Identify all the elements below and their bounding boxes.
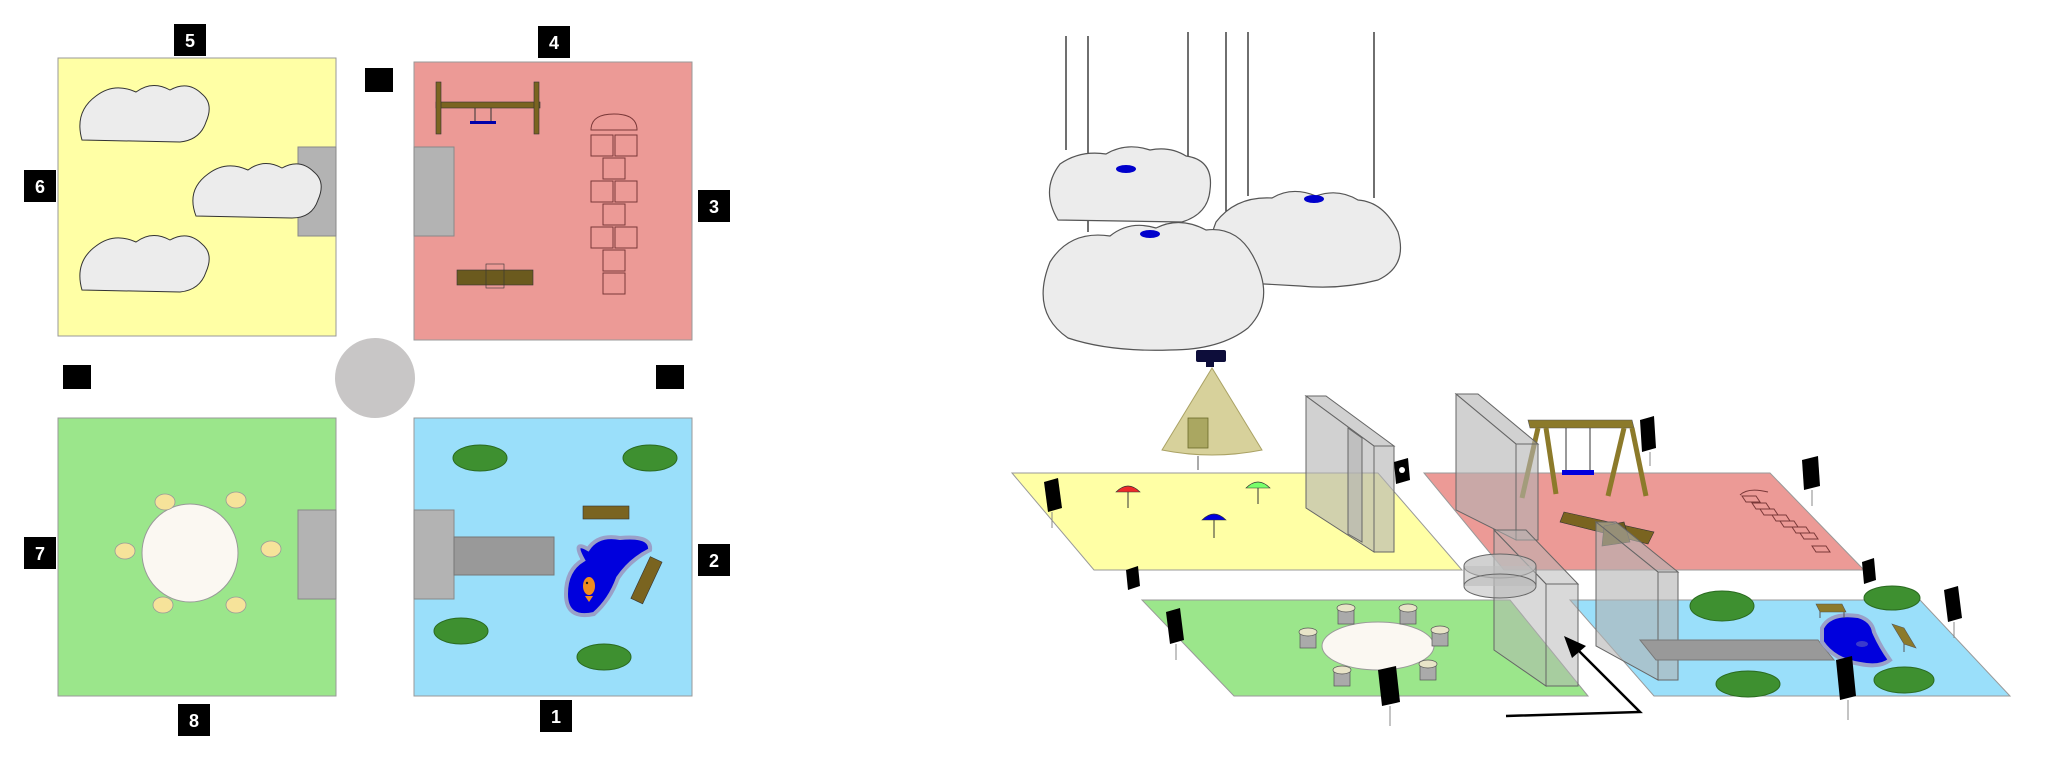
speaker-icon	[1640, 416, 1656, 466]
bush	[576, 643, 632, 671]
svg-text:3: 3	[709, 197, 719, 217]
cloud-icon	[79, 235, 210, 293]
zone-blue-plan	[413, 417, 693, 697]
speaker-icon	[656, 365, 684, 389]
wall-block	[413, 146, 455, 237]
speaker-icon	[1166, 608, 1184, 660]
speaker-icon	[1802, 456, 1820, 506]
speaker-label-7: 7	[24, 537, 56, 569]
mushroom-icon	[1115, 485, 1141, 508]
mushroom-icon	[1245, 481, 1271, 504]
bench	[1815, 603, 1847, 618]
speaker-label-1: 1	[540, 700, 572, 732]
speaker-label-6: 6	[24, 170, 56, 202]
ramp	[453, 536, 555, 576]
svg-text:6: 6	[35, 177, 45, 197]
zone-green-plan	[57, 417, 337, 697]
round-table	[141, 503, 239, 603]
stool-group	[114, 491, 282, 614]
bush	[1873, 666, 1935, 694]
projected-object	[1187, 417, 1209, 449]
lamp-light	[1140, 230, 1160, 238]
central-hub	[335, 338, 415, 418]
wall-block	[413, 509, 455, 600]
bush	[1863, 585, 1921, 611]
svg-text:7: 7	[35, 544, 45, 564]
lamp-light	[1116, 165, 1136, 173]
bush	[1689, 590, 1755, 622]
glass-wall	[1304, 395, 1396, 553]
bush	[1715, 670, 1781, 698]
speaker-label-3: 3	[698, 190, 730, 222]
bench	[1891, 623, 1917, 652]
bench	[582, 505, 630, 520]
bush	[622, 444, 678, 472]
bush	[433, 617, 489, 645]
svg-text:5: 5	[185, 31, 195, 51]
speaker-icon	[1044, 478, 1062, 528]
lamp-light	[1304, 195, 1324, 203]
speaker-icon	[1836, 656, 1856, 720]
mushroom-icon	[1201, 513, 1227, 538]
cloud-icon	[79, 85, 210, 143]
ramp	[1638, 639, 1836, 661]
zone-red-plan	[413, 61, 693, 341]
hopscotch-icon	[1739, 489, 1831, 553]
perspective-view	[1010, 32, 2012, 726]
svg-text:1: 1	[551, 707, 561, 727]
svg-text:8: 8	[189, 711, 199, 731]
speaker-icon	[1378, 666, 1400, 726]
floor-plan: 5 4 6 3 7 2 8 1	[24, 24, 730, 736]
speaker-label-2: 2	[698, 544, 730, 576]
wall-block	[297, 509, 337, 600]
speaker-icon	[1944, 586, 1962, 638]
cloud-icon	[1048, 146, 1212, 223]
bush	[452, 444, 508, 472]
speaker-icon	[365, 68, 393, 92]
cloud-icon	[1210, 190, 1402, 288]
speaker-label-4: 4	[538, 26, 570, 58]
projector-icon	[1196, 350, 1226, 367]
stool-group	[1298, 603, 1450, 687]
svg-text:2: 2	[709, 551, 719, 571]
speaker-label-8: 8	[178, 704, 210, 736]
hopscotch-icon	[590, 113, 638, 295]
cloud-icon	[1042, 221, 1265, 351]
bench	[630, 556, 663, 605]
arrow-icon	[1505, 636, 1643, 718]
seesaw-icon	[456, 263, 534, 289]
fish-icon	[583, 577, 595, 602]
swing-icon	[435, 81, 541, 135]
central-pillar	[1463, 528, 1580, 687]
speaker-icon	[63, 365, 91, 389]
cloud-icon	[192, 163, 322, 219]
speaker-icon	[1394, 458, 1410, 484]
pond	[563, 535, 653, 617]
glass-wall	[1454, 392, 1540, 541]
zone-yellow-plan	[57, 57, 337, 337]
speaker-label-5: 5	[174, 24, 206, 56]
speaker-icon	[1126, 566, 1140, 590]
speaker-icon	[1862, 558, 1876, 584]
light-cone	[1161, 367, 1263, 456]
round-table	[1321, 621, 1435, 671]
svg-text:4: 4	[549, 33, 559, 53]
